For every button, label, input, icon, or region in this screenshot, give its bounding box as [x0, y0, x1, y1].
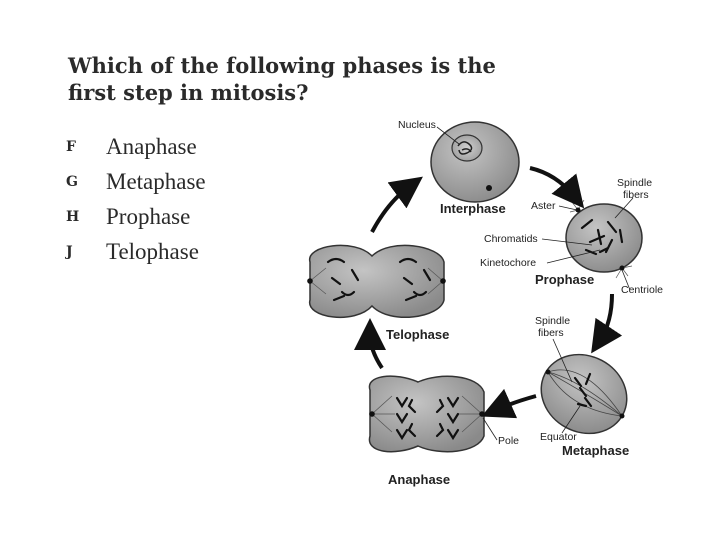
choice-j[interactable]: J Telophase: [66, 234, 206, 269]
label-spindle-fibers-mid-2: fibers: [538, 327, 564, 339]
label-aster: Aster: [531, 200, 556, 212]
choice-h[interactable]: H Prophase: [66, 199, 206, 234]
arrow-metaphase-to-anaphase: [481, 388, 537, 419]
label-spindle-fibers-top-1: Spindle: [617, 177, 652, 189]
label-interphase: Interphase: [440, 201, 506, 216]
question-line-1: Which of the following phases is the: [68, 53, 496, 78]
label-telophase: Telophase: [386, 327, 449, 342]
arrow-prophase-to-metaphase: [591, 293, 623, 354]
prophase-cell: [565, 199, 643, 279]
question-text: Which of the following phases is the fir…: [68, 52, 538, 106]
choice-text: Telophase: [106, 238, 199, 264]
arrow-telophase-to-interphase: [370, 176, 423, 233]
label-equator: Equator: [540, 431, 577, 443]
question-line-2: first step in mitosis?: [68, 80, 309, 105]
choice-g[interactable]: G Metaphase: [66, 164, 206, 199]
label-spindle-fibers-top-2: fibers: [623, 189, 649, 201]
label-chromatids: Chromatids: [484, 233, 538, 245]
cycle-arrows: [354, 166, 623, 419]
label-metaphase: Metaphase: [562, 443, 629, 458]
label-pole: Pole: [498, 435, 519, 447]
metaphase-cell: [540, 353, 628, 435]
answer-choices: F Anaphase G Metaphase H Prophase J Telo…: [66, 129, 206, 269]
interphase-cell: [430, 121, 520, 203]
arrow-interphase-to-prophase: [529, 166, 585, 209]
label-prophase: Prophase: [535, 272, 594, 287]
choice-text: Anaphase: [106, 133, 197, 159]
arrow-anaphase-to-telophase: [354, 318, 387, 370]
label-anaphase: Anaphase: [388, 472, 450, 487]
choice-text: Prophase: [106, 203, 191, 229]
label-kinetochore: Kinetochore: [480, 257, 536, 269]
anaphase-cell: [368, 375, 485, 453]
choice-text: Metaphase: [106, 168, 206, 194]
label-centriole: Centriole: [621, 284, 663, 296]
choice-letter: G: [66, 173, 78, 190]
label-spindle-fibers-mid-1: Spindle: [535, 315, 570, 327]
label-nucleus: Nucleus: [398, 119, 436, 131]
label-pointers: [436, 126, 634, 441]
choice-letter: H: [66, 208, 80, 225]
choice-letter: F: [66, 138, 76, 155]
choice-letter: J: [66, 243, 73, 260]
choice-f[interactable]: F Anaphase: [66, 129, 206, 164]
telophase-cell: [307, 244, 446, 319]
